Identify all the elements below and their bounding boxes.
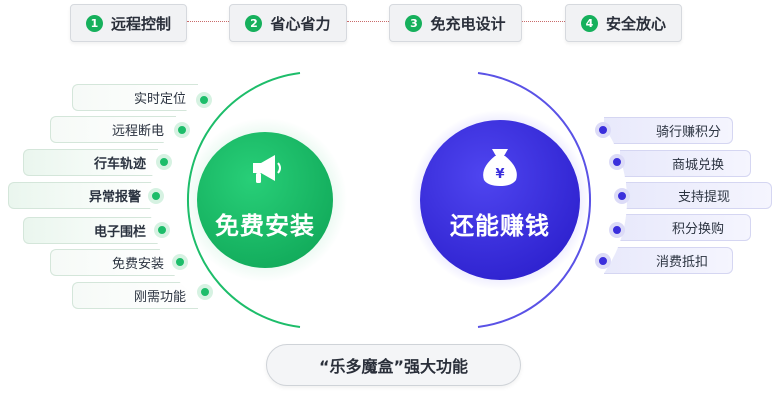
step-4: 4 安全放心: [565, 4, 682, 42]
step-label: 远程控制: [110, 14, 171, 33]
left-arc-dots: [148, 92, 213, 300]
left-tag: 刚需功能: [72, 282, 198, 309]
right-circle-title: 还能赚钱: [450, 212, 550, 240]
step-number: 2: [245, 14, 263, 32]
megaphone-icon: [253, 155, 281, 183]
step-label: 省心省力: [270, 14, 331, 33]
svg-text:¥: ¥: [495, 167, 504, 182]
left-main-circle: [197, 132, 333, 268]
step-1: 1 远程控制: [70, 4, 187, 42]
left-tag: 免费安装: [50, 249, 176, 276]
bottom-feature-label: “乐多魔盒”强大功能: [266, 344, 521, 386]
left-tag: 行车轨迹: [23, 149, 158, 176]
left-tag: 异常报警: [8, 182, 153, 209]
left-tag: 实时定位: [72, 84, 198, 111]
left-tag: 远程断电: [50, 116, 176, 143]
step-number: 1: [85, 14, 103, 32]
left-tag: 电子围栏: [23, 217, 158, 244]
step-number: 3: [405, 14, 423, 32]
step-label: 安全放心: [605, 14, 666, 33]
step-connector: [187, 21, 229, 22]
step-2: 2 省心省力: [229, 4, 347, 42]
right-tag: 商城兑换: [620, 150, 751, 177]
step-connector: [522, 21, 565, 22]
step-label: 免充电设计: [430, 14, 506, 33]
step-number: 4: [580, 14, 598, 32]
money-bag-icon: ¥: [483, 149, 517, 186]
right-arc-dots: [595, 122, 630, 269]
left-circle-title: 免费安装: [215, 212, 315, 240]
step-3: 3 免充电设计: [389, 4, 522, 42]
right-tag: 骑行赚积分: [604, 117, 733, 144]
right-tag: 积分换购: [620, 214, 751, 241]
right-tag: 支持提现: [626, 182, 772, 209]
right-tag: 消费抵扣: [604, 247, 733, 274]
step-connector: [347, 21, 389, 22]
right-main-circle: [420, 120, 580, 280]
right-arc: [477, 72, 592, 328]
